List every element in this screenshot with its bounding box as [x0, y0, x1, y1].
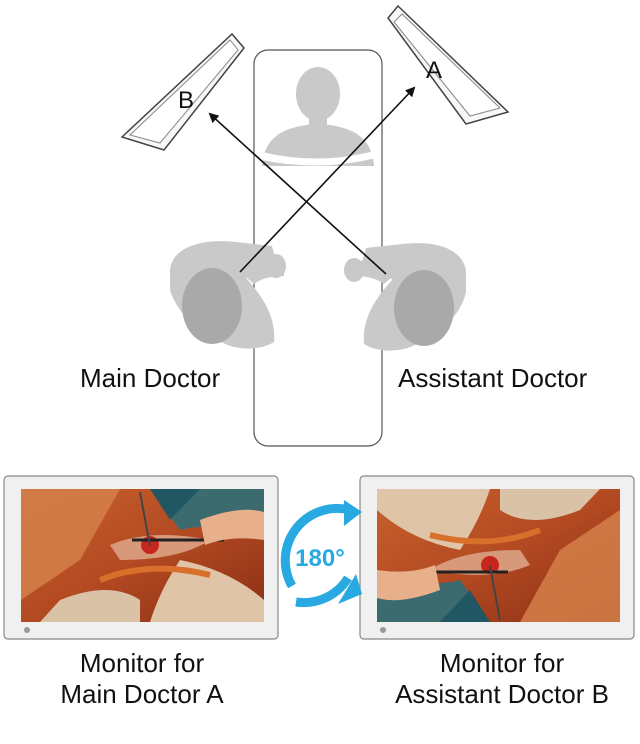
monitor-main-doctor-a	[3, 475, 279, 640]
monitor-b-letter: B	[178, 87, 194, 114]
monitor-main-caption: Monitor for Main Doctor A	[20, 648, 264, 710]
rotation-180-icon	[280, 500, 362, 608]
monitor-assistant-caption-line2: Assistant Doctor B	[395, 679, 609, 709]
monitor-assistant-caption: Monitor for Assistant Doctor B	[370, 648, 634, 710]
monitor-assistant-doctor-b	[359, 475, 635, 640]
surgical-image-left	[21, 489, 264, 622]
monitor-main-caption-line1: Monitor for	[79, 648, 205, 678]
monitor-b-top-view	[120, 32, 245, 151]
surgical-image-right	[377, 489, 620, 622]
sight-line-main-to-a	[239, 86, 416, 273]
main-doctor-label: Main Doctor	[80, 363, 221, 393]
sight-line-assistant-to-b	[208, 112, 387, 275]
monitor-main-caption-line2: Main Doctor A	[60, 679, 224, 709]
monitor-a-letter: A	[426, 57, 442, 84]
monitor-a-top-view	[387, 4, 510, 125]
patient-figure	[262, 67, 378, 166]
monitor-assistant-caption-line1: Monitor for	[439, 648, 565, 678]
assistant-doctor-label: Assistant Doctor	[398, 363, 588, 393]
rotation-label: 180°	[295, 545, 345, 572]
main-doctor-figure	[170, 241, 286, 349]
assistant-doctor-figure	[344, 243, 466, 351]
